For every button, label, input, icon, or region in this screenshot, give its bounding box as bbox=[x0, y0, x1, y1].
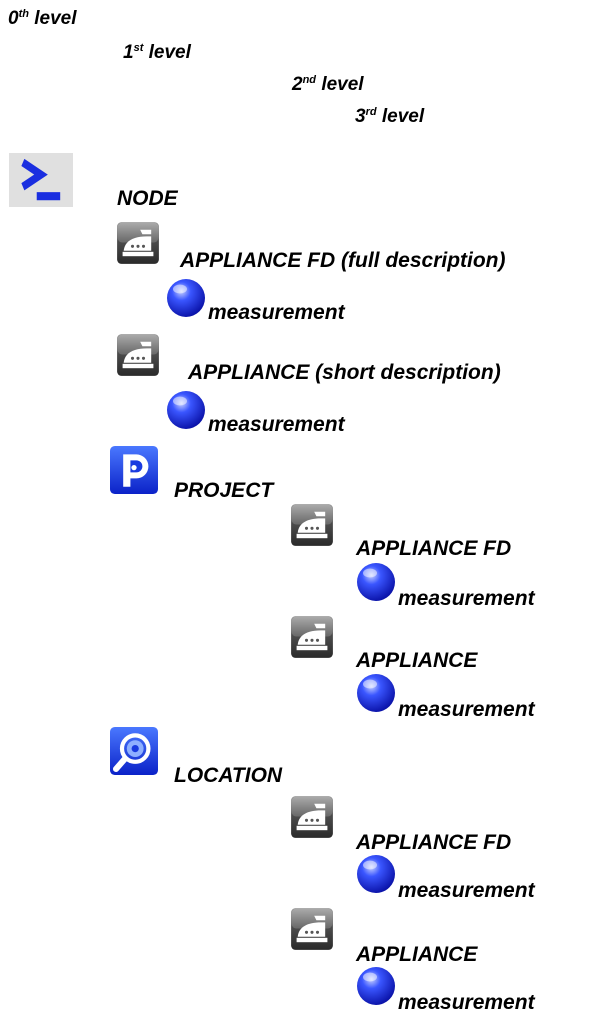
terminal-prompt-icon bbox=[9, 153, 73, 207]
level-0-label: 0th level bbox=[8, 8, 77, 29]
iron-icon bbox=[116, 221, 160, 265]
location-appliance-fd-label: APPLIANCE FD bbox=[356, 831, 512, 854]
project-measurement-label: measurement bbox=[398, 698, 535, 721]
measurement-label: measurement bbox=[208, 301, 345, 324]
project-appliance-fd-label: APPLIANCE FD bbox=[356, 537, 512, 560]
iron-icon bbox=[290, 503, 334, 547]
location-measurement-label: measurement bbox=[398, 991, 535, 1014]
project-p-icon bbox=[110, 446, 158, 494]
level-2-label: 2nd level bbox=[292, 74, 364, 95]
location-label: LOCATION bbox=[174, 764, 283, 787]
blue-sphere-icon bbox=[356, 966, 396, 1006]
location-appliance-label: APPLIANCE bbox=[356, 943, 478, 966]
project-appliance-label: APPLIANCE bbox=[356, 649, 478, 672]
appliance-fd-full-label: APPLIANCE FD (full description) bbox=[180, 249, 506, 272]
blue-sphere-icon bbox=[166, 390, 206, 430]
location-measurement-label: measurement bbox=[398, 879, 535, 902]
iron-icon bbox=[290, 907, 334, 951]
blue-sphere-icon bbox=[166, 278, 206, 318]
node-label: NODE bbox=[117, 187, 178, 210]
project-label: PROJECT bbox=[174, 479, 274, 502]
iron-icon bbox=[290, 795, 334, 839]
level-1-label: 1st level bbox=[123, 42, 191, 63]
blue-sphere-icon bbox=[356, 854, 396, 894]
blue-sphere-icon bbox=[356, 673, 396, 713]
appliance-short-label: APPLIANCE (short description) bbox=[188, 361, 501, 384]
level-3-label: 3rd level bbox=[355, 106, 425, 127]
blue-sphere-icon bbox=[356, 562, 396, 602]
iron-icon bbox=[290, 615, 334, 659]
project-measurement-label: measurement bbox=[398, 587, 535, 610]
magnifier-location-icon bbox=[110, 727, 158, 775]
iron-icon bbox=[116, 333, 160, 377]
measurement-label: measurement bbox=[208, 413, 345, 436]
